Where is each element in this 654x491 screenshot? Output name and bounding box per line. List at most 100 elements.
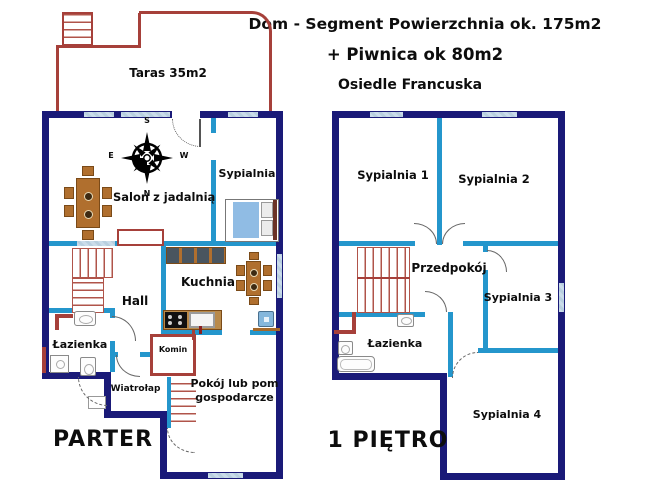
chair — [263, 280, 272, 291]
kitchen-cabinets — [166, 247, 226, 264]
room-label-sypialnia1: Sypialnia 1 — [357, 168, 429, 182]
terrace-outline — [138, 13, 141, 48]
bed-blanket — [233, 202, 259, 238]
chimney-box — [150, 334, 196, 376]
parter-wall-bath-bottom — [42, 372, 111, 379]
terrace-outline — [56, 46, 59, 111]
sink-basin — [401, 317, 412, 325]
window — [370, 112, 403, 117]
parter-wall-pokoj-left — [160, 411, 167, 479]
pietro-wall-bottom — [440, 473, 565, 480]
stove — [165, 312, 187, 328]
bathtub — [337, 356, 375, 372]
partition — [161, 246, 166, 332]
tub-inner — [340, 359, 372, 370]
window — [121, 112, 170, 117]
compass-rose-icon — [119, 130, 175, 186]
door-leaf — [199, 119, 201, 147]
bathroom-red-wall — [334, 330, 356, 334]
window — [482, 112, 517, 117]
chair — [263, 265, 272, 276]
door-arc — [167, 428, 195, 453]
toilet-bowl — [341, 345, 350, 354]
chair — [82, 166, 94, 176]
window — [559, 283, 564, 312]
bed-headboard — [273, 200, 277, 240]
door-arc — [442, 223, 465, 244]
parter-wall-left — [42, 111, 49, 379]
burner — [178, 321, 182, 325]
pietro-wall-bath-bottom — [332, 373, 447, 380]
plate — [250, 269, 258, 277]
chair — [236, 265, 245, 276]
chair — [236, 280, 245, 291]
door-arc — [414, 223, 437, 244]
room-label-lazienka-pietro: Łazienka — [367, 337, 423, 350]
room-label-sypialnia3: Sypialnia 3 — [483, 291, 553, 304]
bed-pillow — [261, 202, 273, 218]
partition — [437, 118, 442, 245]
door-arc — [78, 377, 108, 406]
door-arc — [452, 352, 478, 378]
compass-east: E — [108, 151, 114, 160]
shower-drain — [56, 360, 65, 369]
compass-north: N — [143, 189, 151, 198]
chair — [64, 205, 74, 217]
plan-title: Dom - Segment Powierzchnia ok. 175m2 — [248, 15, 602, 33]
bathroom-red-wall — [42, 347, 46, 373]
staircase-up — [72, 248, 113, 278]
door-arc — [425, 291, 447, 312]
bathroom-sink — [74, 311, 96, 326]
burner — [178, 315, 182, 319]
window — [208, 473, 243, 478]
bathroom-red-wall — [55, 314, 73, 318]
chair — [82, 230, 94, 240]
room-label-pokoj: gospodarcze — [195, 391, 274, 404]
terrace-label: Taras 35m2 — [129, 66, 207, 80]
partition — [339, 241, 415, 246]
partition — [211, 160, 216, 243]
partition — [110, 352, 118, 357]
fridge — [258, 311, 274, 327]
window — [84, 112, 114, 117]
chimney-flue — [192, 330, 195, 340]
room-label-sypialnia: Sypialnia — [218, 167, 276, 180]
door-opening — [172, 111, 200, 118]
plate — [84, 210, 93, 219]
plan-subtitle-basement: + Piwnica ok 80m2 — [326, 45, 504, 64]
chair — [64, 187, 74, 199]
window — [228, 112, 258, 117]
partition — [211, 118, 216, 133]
staircase-basement — [167, 377, 196, 428]
fridge-dot — [264, 317, 269, 322]
room-label-pokoj: Pokój lub pom — [190, 377, 279, 390]
dining-table — [76, 178, 100, 228]
window — [277, 254, 282, 298]
partition — [339, 312, 425, 317]
staircase-up — [357, 247, 410, 313]
partition — [161, 330, 222, 335]
floor-label-pietro: 1 PIĘTRO — [327, 428, 449, 453]
faucet — [199, 326, 202, 334]
glazed-strip — [77, 241, 115, 246]
toilet — [338, 341, 353, 355]
room-label-sypialnia4: Sypialnia 4 — [472, 408, 542, 421]
door-arc — [116, 355, 140, 377]
staircase-up — [72, 278, 104, 313]
plate — [84, 192, 93, 201]
room-label-lazienka: Łazienka — [52, 338, 108, 351]
shower — [50, 355, 69, 373]
room-label-hall: Hall — [121, 294, 149, 308]
shelf — [253, 328, 280, 331]
chimney-label: Komin — [158, 345, 188, 354]
compass-south: S — [144, 116, 150, 125]
toilet-bowl — [84, 364, 94, 375]
door-arc — [112, 316, 136, 341]
stair-landing — [117, 229, 164, 246]
door-arc — [172, 119, 201, 147]
bed-pillow — [261, 220, 273, 236]
room-label-wiatrolap: Wiatrołap — [110, 384, 161, 394]
pietro-wall-top — [332, 111, 565, 118]
partition — [463, 241, 558, 246]
